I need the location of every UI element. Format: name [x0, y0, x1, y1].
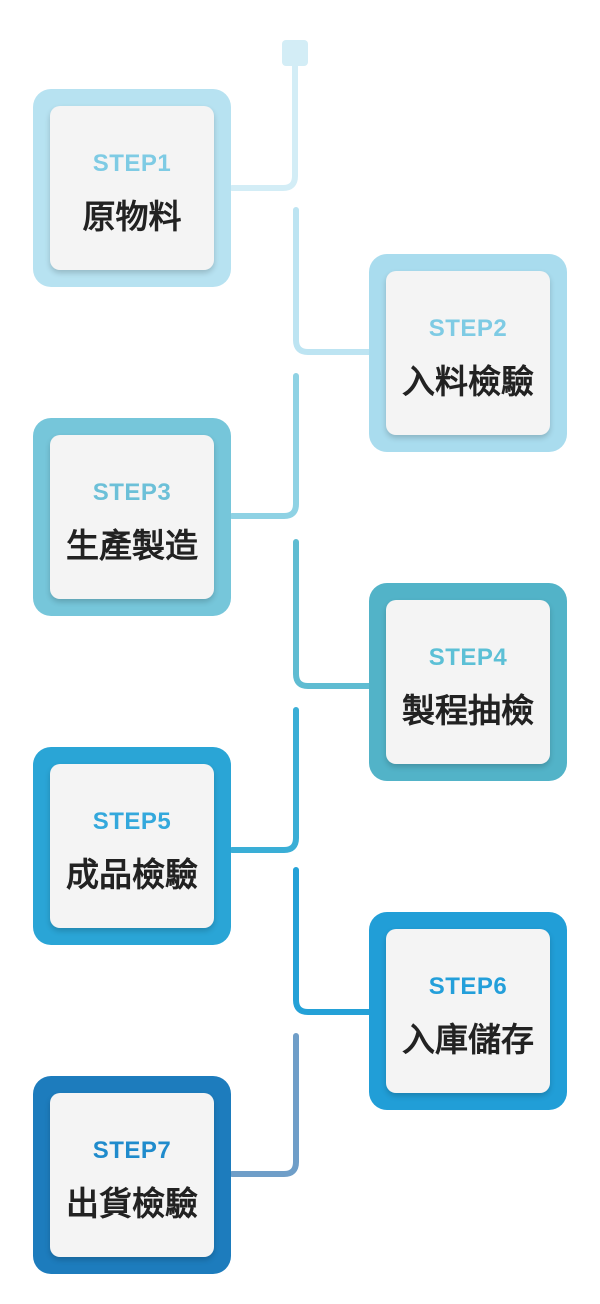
step-card-inner: STEP4 製程抽檢 [386, 600, 550, 764]
step-card-inner: STEP3 生產製造 [50, 435, 214, 599]
step-card-7: STEP7 出貨檢驗 [33, 1076, 231, 1274]
connector-2 [293, 207, 373, 355]
step-card-inner: STEP6 入庫儲存 [386, 929, 550, 1093]
step-label: STEP3 [92, 479, 172, 506]
step-card-6: STEP6 入庫儲存 [369, 912, 567, 1110]
step-title: 原物料 [82, 197, 182, 236]
step-card-inner: STEP2 入料檢驗 [386, 271, 550, 435]
connector-1 [229, 63, 298, 191]
step-title: 製程抽檢 [402, 691, 534, 730]
step-card-4: STEP4 製程抽檢 [369, 583, 567, 781]
step-title: 成品檢驗 [66, 855, 198, 894]
step-card-5: STEP5 成品檢驗 [33, 747, 231, 945]
step-card-2: STEP2 入料檢驗 [369, 254, 567, 452]
step-label: STEP5 [92, 808, 172, 835]
step-title: 入料檢驗 [402, 362, 534, 401]
step-label: STEP6 [428, 973, 508, 1000]
step-card-1: STEP1 原物料 [33, 89, 231, 287]
step-label: STEP1 [92, 150, 172, 177]
step-label: STEP2 [428, 315, 508, 342]
step-card-inner: STEP1 原物料 [50, 106, 214, 270]
step-card-inner: STEP5 成品檢驗 [50, 764, 214, 928]
step-title: 入庫儲存 [402, 1020, 534, 1059]
connector-5 [229, 707, 299, 853]
connector-3 [229, 373, 299, 519]
connector-7 [229, 1033, 299, 1177]
connector-4 [293, 539, 373, 689]
step-card-inner: STEP7 出貨檢驗 [50, 1093, 214, 1257]
step-label: STEP7 [92, 1137, 172, 1164]
connector-6 [293, 867, 373, 1015]
step-title: 出貨檢驗 [66, 1184, 198, 1223]
step-card-3: STEP3 生產製造 [33, 418, 231, 616]
step-title: 生產製造 [66, 526, 198, 565]
step-label: STEP4 [428, 644, 508, 671]
start-cap [282, 40, 308, 66]
